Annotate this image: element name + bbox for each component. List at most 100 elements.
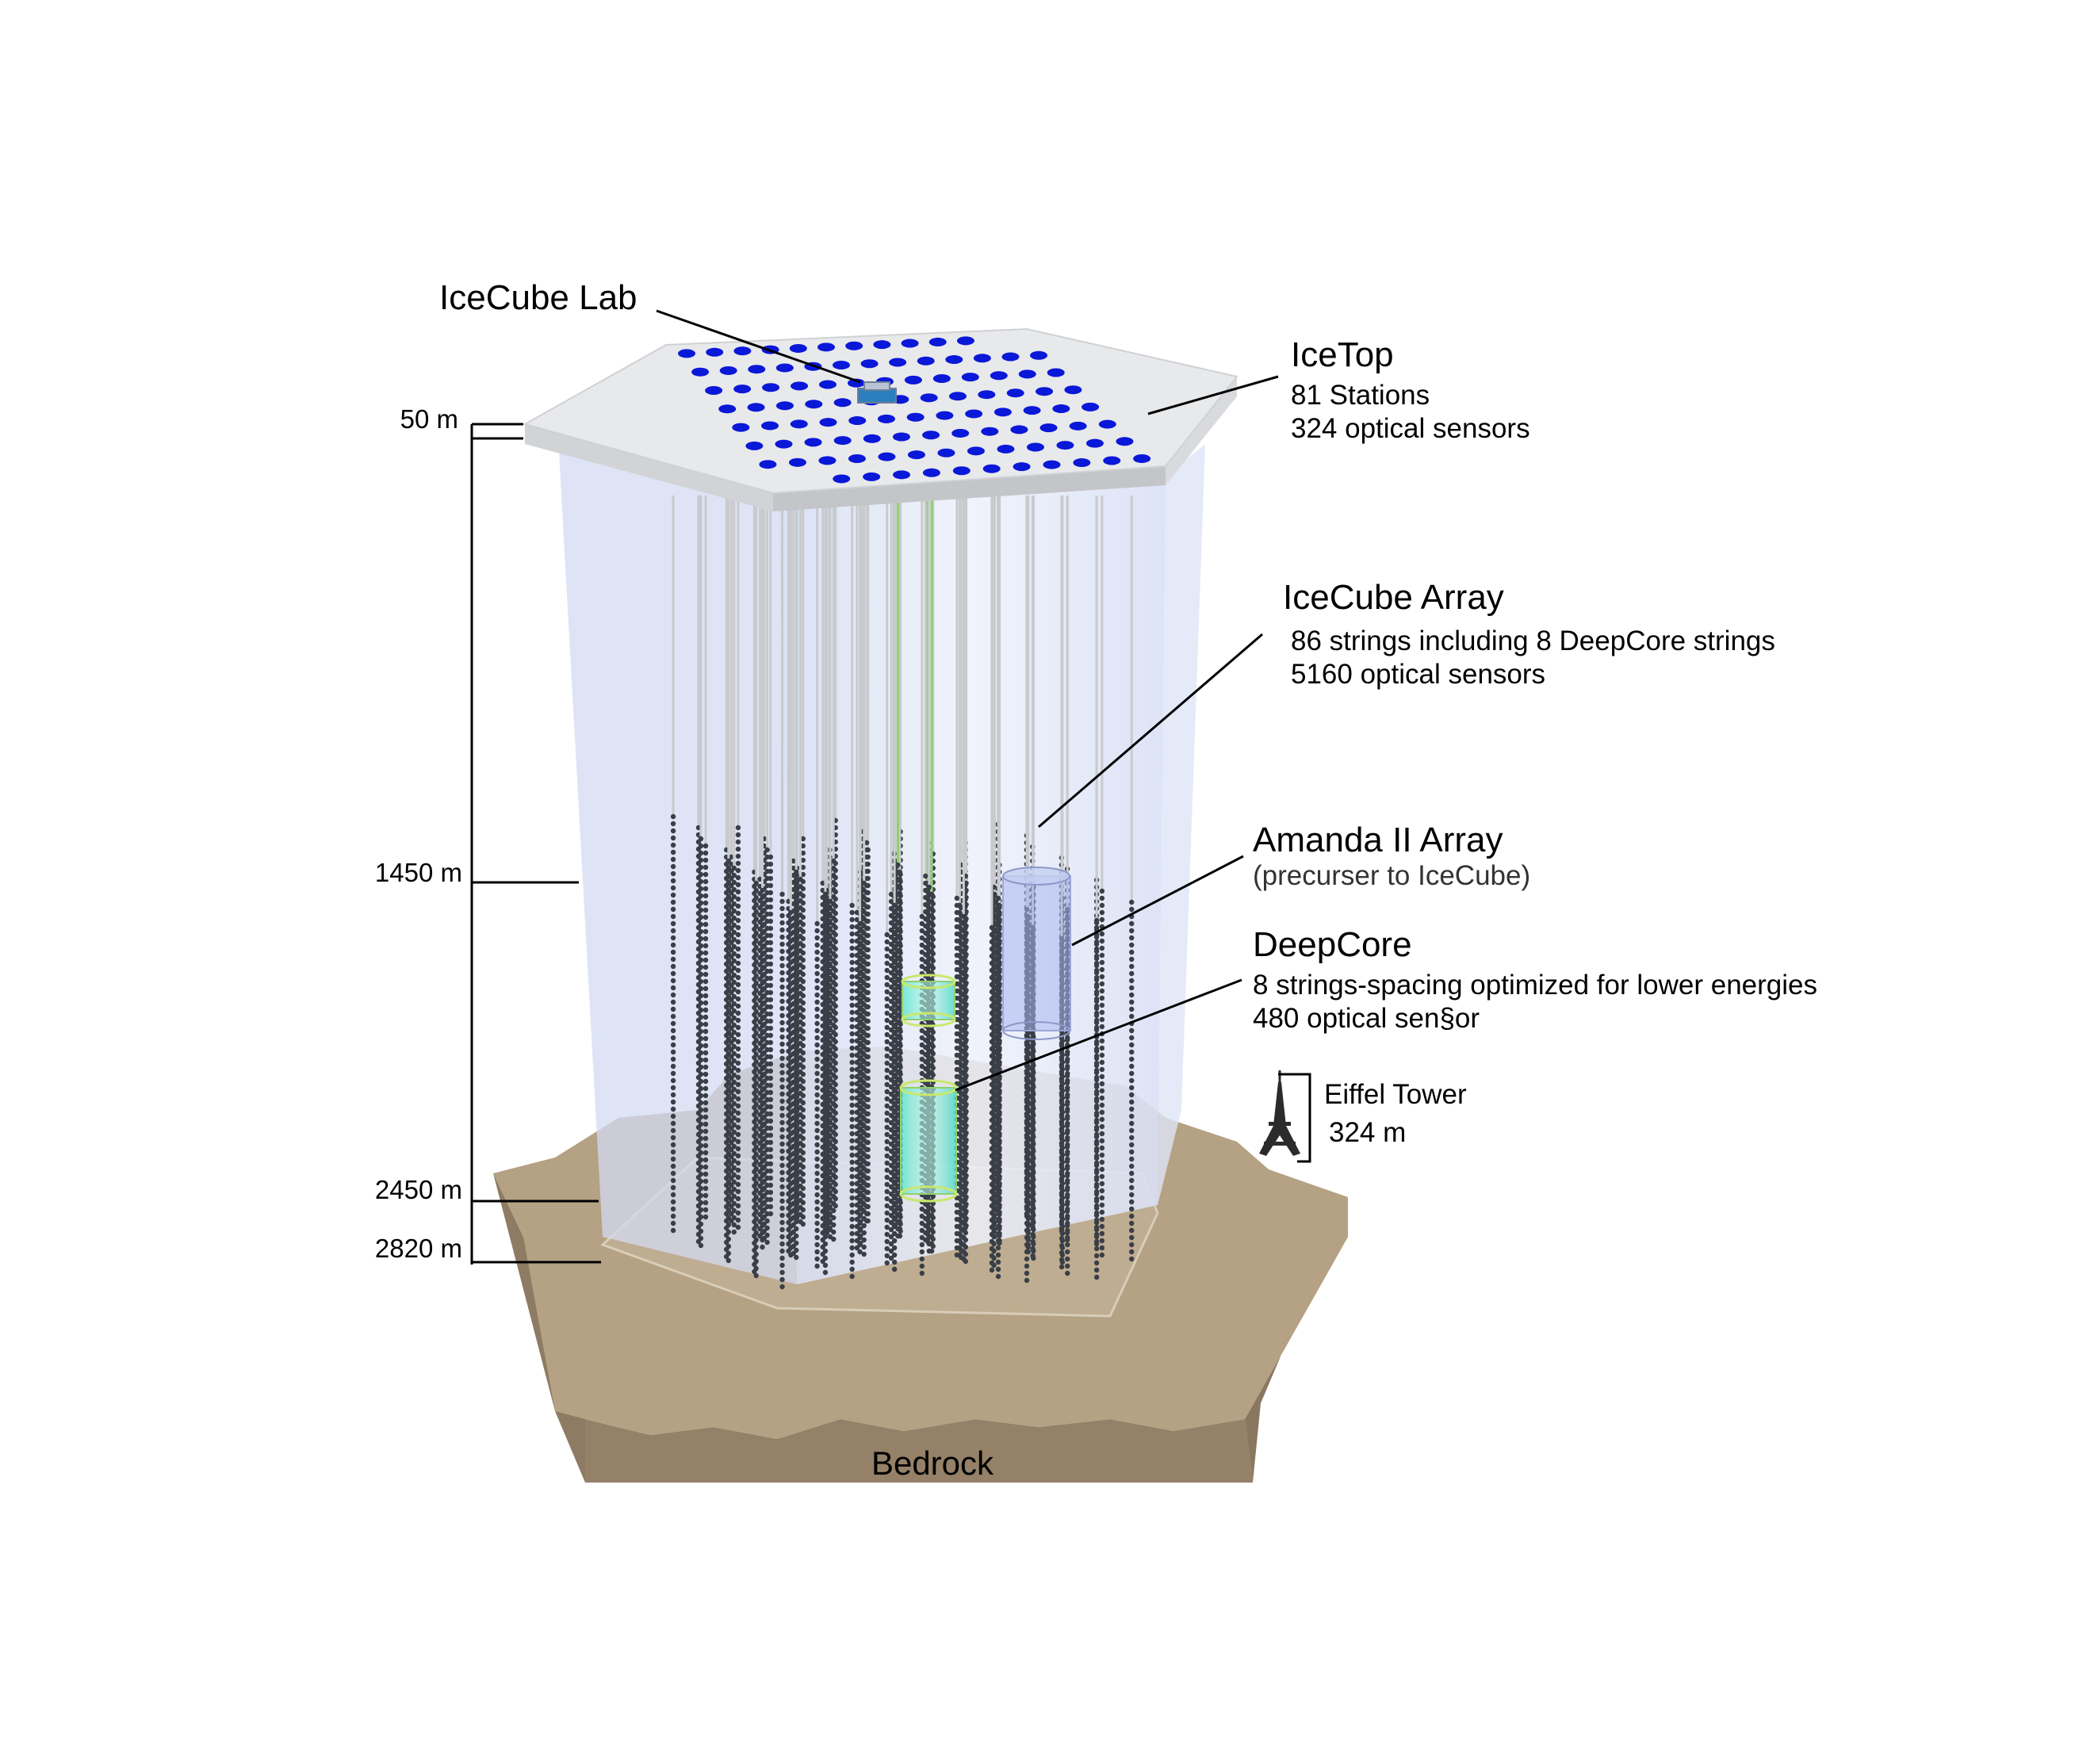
label-deepcore-line1: 8 strings-spacing optimized for lower en… <box>1253 970 1817 1001</box>
icetop-station <box>775 439 793 449</box>
optical-sensor <box>753 1144 759 1150</box>
optical-sensor <box>1099 959 1105 966</box>
optical-sensor <box>849 1038 855 1044</box>
optical-sensor <box>753 1251 759 1257</box>
optical-sensor <box>1093 1274 1100 1280</box>
optical-sensor <box>1093 1203 1100 1209</box>
icetop-station <box>719 365 737 375</box>
optical-sensor <box>954 1223 960 1230</box>
optical-sensor <box>779 1184 785 1190</box>
optical-sensor <box>895 897 901 904</box>
optical-sensor <box>1024 1213 1030 1219</box>
optical-sensor <box>788 1238 794 1244</box>
optical-sensor <box>1024 1106 1030 1112</box>
optical-sensor <box>822 1162 829 1169</box>
icetop-station <box>1001 352 1020 362</box>
optical-sensor <box>1093 1210 1100 1216</box>
icetop-station <box>833 474 851 484</box>
icetop-station <box>906 412 925 422</box>
optical-sensor <box>760 1187 765 1193</box>
optical-sensor <box>764 1175 770 1181</box>
optical-sensor <box>891 988 898 994</box>
optical-sensor <box>798 1026 803 1032</box>
optical-sensor <box>1030 1146 1036 1152</box>
optical-sensor <box>703 907 709 913</box>
optical-sensor <box>698 1007 704 1013</box>
optical-sensor <box>735 1046 741 1052</box>
optical-sensor <box>798 962 803 968</box>
icetop-station <box>718 404 737 414</box>
optical-sensor <box>861 1187 867 1193</box>
optical-sensor <box>800 864 806 871</box>
optical-sensor <box>794 883 799 890</box>
optical-sensor <box>857 1049 863 1055</box>
optical-sensor <box>926 1212 932 1219</box>
optical-sensor <box>849 1009 855 1016</box>
optical-sensor <box>764 947 770 953</box>
optical-sensor <box>961 992 967 998</box>
optical-sensor <box>798 1033 803 1039</box>
optical-sensor <box>954 1252 960 1258</box>
optical-sensor <box>822 898 829 905</box>
optical-sensor <box>753 909 759 915</box>
optical-sensor <box>995 909 1001 916</box>
optical-sensor <box>1024 1220 1030 1226</box>
optical-sensor <box>788 938 794 944</box>
optical-sensor <box>814 1035 820 1041</box>
optical-sensor <box>822 1127 829 1133</box>
optical-sensor <box>753 916 759 922</box>
optical-sensor <box>827 1084 833 1090</box>
optical-sensor <box>888 1105 894 1112</box>
icecube-string <box>764 496 770 1246</box>
optical-sensor <box>857 928 863 934</box>
optical-sensor <box>954 945 960 951</box>
optical-sensor <box>703 1200 709 1206</box>
optical-sensor <box>827 927 833 933</box>
optical-sensor <box>995 952 1001 959</box>
optical-sensor <box>725 1229 732 1235</box>
optical-sensor <box>703 864 709 871</box>
optical-sensor <box>989 1039 995 1045</box>
optical-sensor <box>857 1199 863 1205</box>
optical-sensor <box>1059 1242 1065 1249</box>
optical-sensor <box>891 1245 898 1251</box>
optical-sensor <box>849 1016 855 1023</box>
optical-sensor <box>725 1015 732 1021</box>
optical-sensor <box>954 959 960 966</box>
optical-sensor <box>1030 1188 1036 1195</box>
optical-sensor <box>1024 1184 1030 1191</box>
optical-sensor <box>698 843 704 849</box>
optical-sensor <box>995 1252 1001 1258</box>
optical-sensor <box>891 1016 898 1023</box>
optical-sensor <box>861 951 867 958</box>
optical-sensor <box>989 1203 995 1209</box>
optical-sensor <box>735 867 741 874</box>
icetop-station <box>847 378 865 388</box>
optical-sensor <box>822 1134 829 1140</box>
optical-sensor <box>822 1069 829 1076</box>
optical-sensor <box>884 1003 890 1009</box>
optical-sensor <box>735 1010 741 1016</box>
icetop-station <box>848 453 866 463</box>
optical-sensor <box>954 1238 960 1244</box>
optical-sensor <box>753 901 759 908</box>
optical-sensor <box>919 949 925 955</box>
optical-sensor <box>731 1008 737 1014</box>
icetop-station <box>877 414 895 423</box>
optical-sensor <box>1065 1077 1070 1084</box>
optical-sensor <box>798 1019 803 1025</box>
optical-sensor <box>698 928 704 935</box>
optical-sensor <box>698 1157 704 1163</box>
optical-sensor <box>731 865 737 871</box>
optical-sensor <box>1065 1092 1070 1098</box>
optical-sensor <box>822 920 829 926</box>
optical-sensor <box>794 969 799 975</box>
optical-sensor <box>760 951 765 958</box>
optical-sensor <box>670 970 676 977</box>
optical-sensor <box>995 1131 1001 1137</box>
optical-sensor <box>779 1098 785 1104</box>
optical-sensor <box>731 1136 737 1142</box>
optical-sensor <box>849 988 855 994</box>
optical-sensor <box>1099 1088 1105 1094</box>
optical-sensor <box>926 1219 932 1226</box>
